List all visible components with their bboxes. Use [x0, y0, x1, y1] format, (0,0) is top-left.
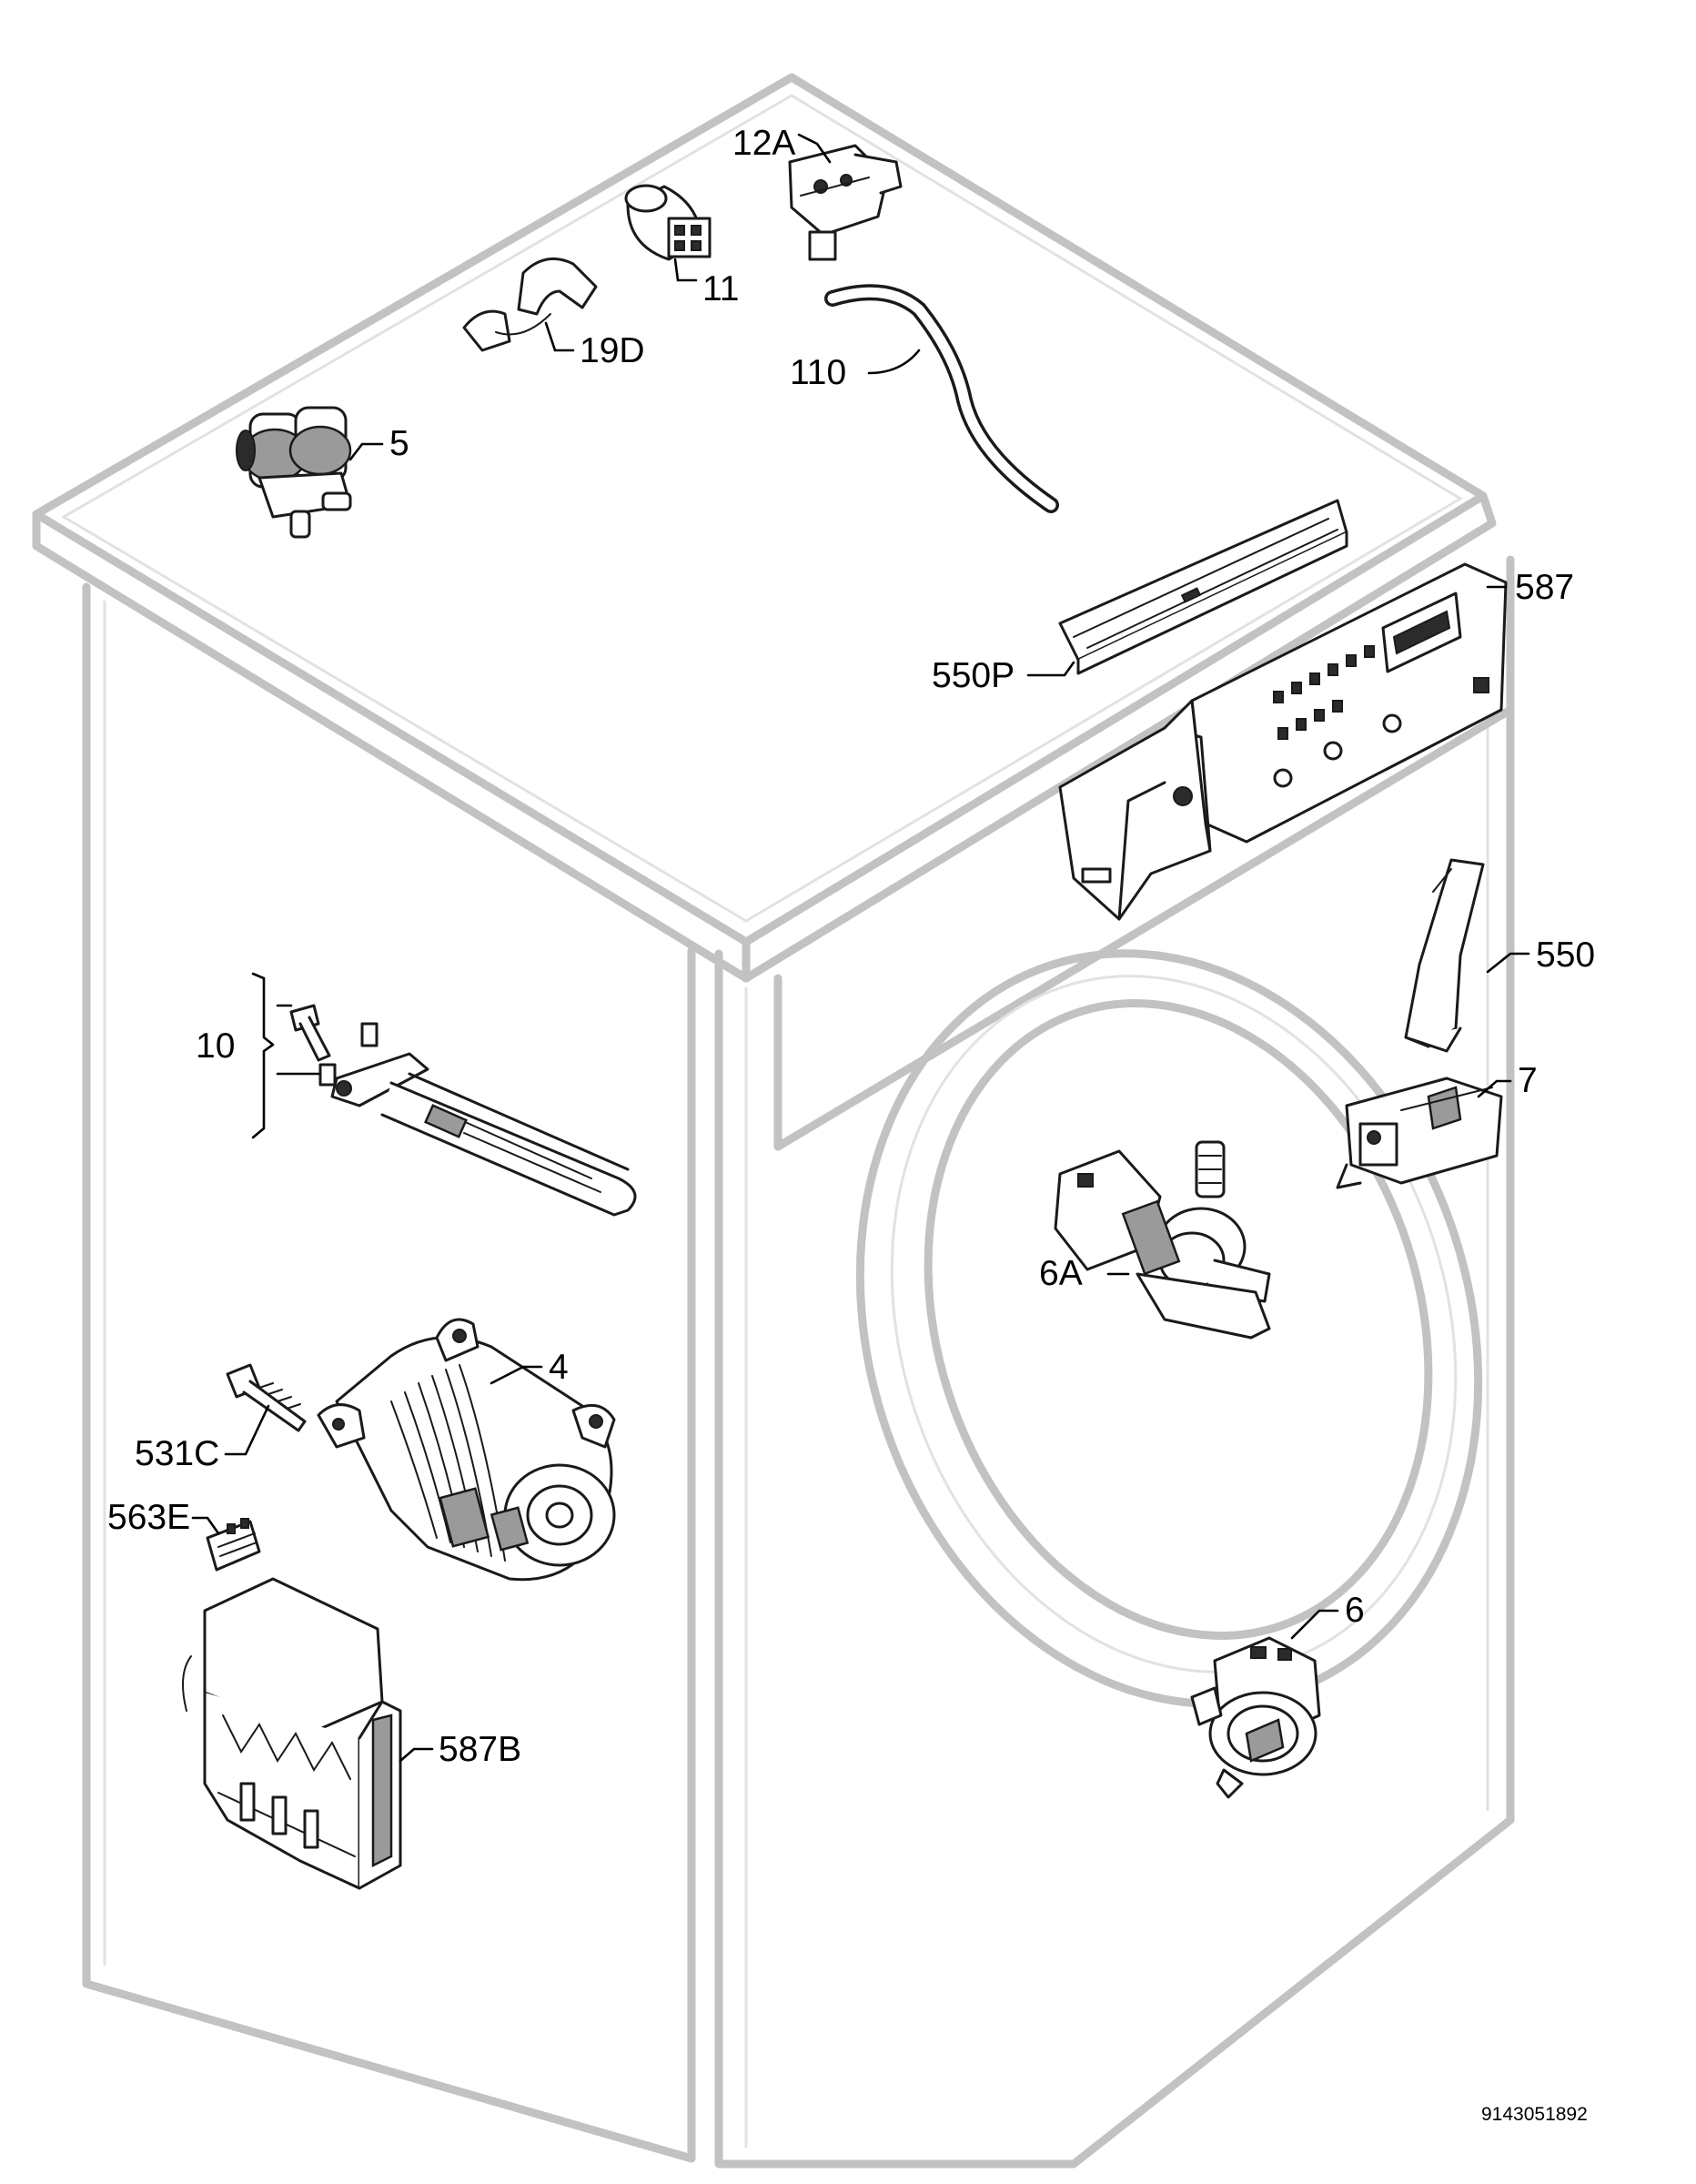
label-7: 7: [1518, 1061, 1538, 1100]
label-6: 6: [1345, 1591, 1365, 1630]
label-587: 587: [1515, 568, 1574, 607]
label-587B: 587B: [439, 1730, 521, 1769]
suppressor-filter-part: [624, 184, 712, 261]
label-4: 4: [549, 1348, 569, 1387]
inlet-valve-part: [236, 406, 352, 539]
leader-lines: [191, 133, 1530, 1763]
door-interlock-part: [1336, 1077, 1503, 1189]
part-labels: 12A 11 19D 110 5 587 550P 550 10 7 6A 4 …: [107, 124, 1595, 2125]
pressure-switch-part: [788, 144, 903, 261]
electronic-control-module-part: [1058, 562, 1508, 921]
label-11: 11: [702, 269, 740, 308]
motor-part: [226, 1318, 616, 1582]
drawing-code: 9143051892: [1481, 2104, 1588, 2125]
heating-element-part: [289, 1004, 637, 1217]
label-12A: 12A: [732, 124, 795, 163]
motor-control-board-part: [182, 1577, 402, 1890]
cable-clip-part: [462, 257, 598, 352]
label-563E: 563E: [107, 1498, 190, 1537]
washing-machine-cabinet: [32, 73, 1515, 2169]
panel-profile-part: [1058, 499, 1348, 675]
label-6A: 6A: [1039, 1254, 1083, 1293]
label-5: 5: [389, 424, 409, 463]
circulation-pump-part: [1054, 1140, 1271, 1340]
label-550: 550: [1536, 935, 1595, 975]
drain-pump-part: [1190, 1636, 1321, 1799]
door-lever-part: [1404, 858, 1485, 1053]
pressure-hose-part: [824, 284, 1059, 513]
label-531C: 531C: [135, 1434, 219, 1473]
label-110: 110: [790, 353, 846, 392]
label-10: 10: [196, 1026, 235, 1066]
connector-clip-part: [206, 1518, 261, 1572]
label-550P: 550P: [932, 656, 1015, 695]
label-19D: 19D: [580, 331, 645, 370]
